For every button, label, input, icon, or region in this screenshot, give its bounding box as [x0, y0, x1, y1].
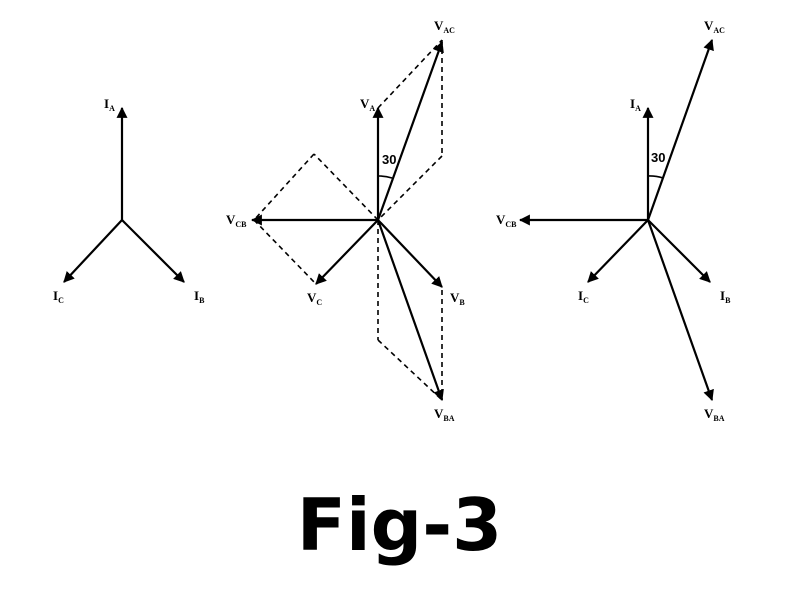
construction-line [377, 339, 443, 401]
phasor-ic [63, 219, 123, 283]
label-va: VA [360, 96, 375, 113]
phasor-ib [121, 219, 185, 283]
construction-line [377, 155, 443, 221]
label-vba: VBA [434, 406, 455, 423]
label-ia: IA [630, 96, 641, 113]
construction-line [253, 153, 315, 221]
phasor-vac [376, 40, 444, 221]
voltage-construction-panel: 30 VAC VA VCB VC VB VBA [226, 18, 465, 423]
label-ic: IC [578, 288, 589, 305]
phasor-ic [587, 219, 649, 283]
construction-line [313, 153, 379, 221]
label-ib: IB [194, 288, 205, 305]
label-vac: VAC [434, 18, 455, 35]
phasor-vac [646, 38, 714, 221]
label-ia: IA [104, 96, 115, 113]
construction-line [377, 39, 443, 109]
phasor-vba [376, 219, 444, 402]
angle-label: 30 [651, 150, 665, 165]
label-ic: IC [53, 288, 64, 305]
current-phasor-panel: IA IC IB [53, 96, 205, 305]
label-vcb: VCB [226, 212, 247, 229]
phasor-ib [647, 219, 711, 283]
angle-arc [377, 175, 393, 179]
label-vcb: VCB [496, 212, 517, 229]
phasor-vba [646, 219, 714, 402]
angle-label: 30 [382, 152, 396, 167]
label-vac: VAC [704, 18, 725, 35]
phasor-diagram: IA IC IB 30 VAC VA VCB VC VB VBA [53, 18, 731, 423]
label-vba: VBA [704, 406, 725, 423]
phasor-vb [377, 219, 443, 288]
figure-caption: Fig-3 [296, 483, 503, 567]
construction-line [253, 219, 317, 285]
label-vc: VC [307, 290, 322, 307]
label-vb: VB [450, 290, 465, 307]
phasor-vc [315, 219, 379, 285]
label-ib: IB [720, 288, 731, 305]
angle-arc [647, 175, 664, 179]
combined-phasor-panel: 30 VAC IA VCB IC IB VBA [496, 18, 731, 423]
